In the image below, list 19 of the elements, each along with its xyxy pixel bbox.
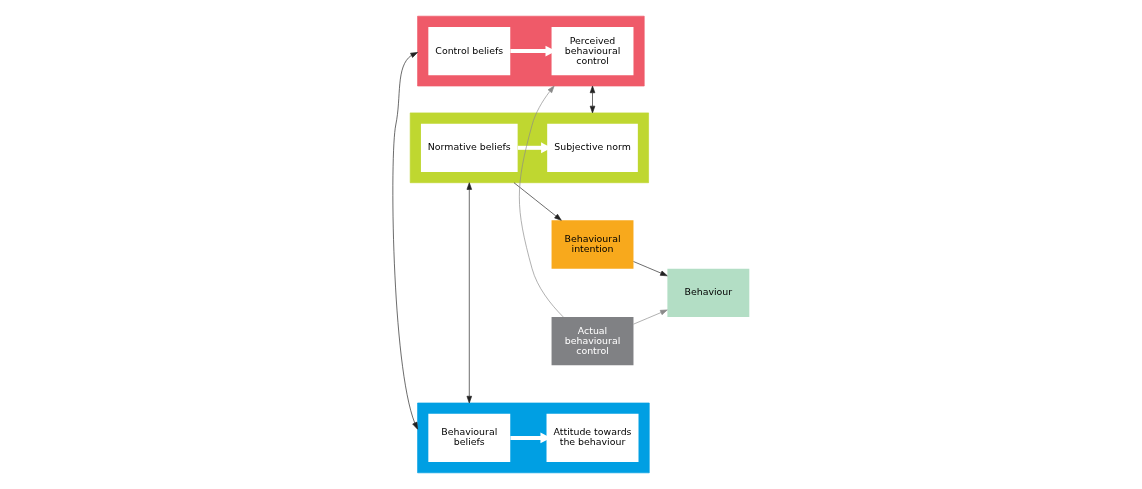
arrow (589, 85, 596, 114)
node-box: Actual behavioural control (551, 317, 634, 366)
node-box: Behaviour (667, 268, 750, 317)
cluster (409, 112, 649, 184)
cluster (417, 402, 650, 474)
arrow (513, 182, 562, 221)
arrow (633, 261, 668, 277)
node-box: Behavioural beliefs (428, 413, 511, 463)
arrow (466, 182, 472, 404)
node-box: Perceived behavioural control (551, 26, 634, 76)
node-box: Behavioural intention (551, 220, 634, 269)
node-box: Subjective norm (547, 123, 638, 172)
node-box: Normative beliefs (420, 123, 518, 172)
node-box: Control beliefs (428, 26, 511, 76)
node-box: Attitude towards the behaviour (546, 413, 639, 463)
cluster (417, 15, 645, 87)
arrow (519, 85, 564, 318)
arrow (633, 309, 668, 325)
arrow (392, 52, 418, 430)
